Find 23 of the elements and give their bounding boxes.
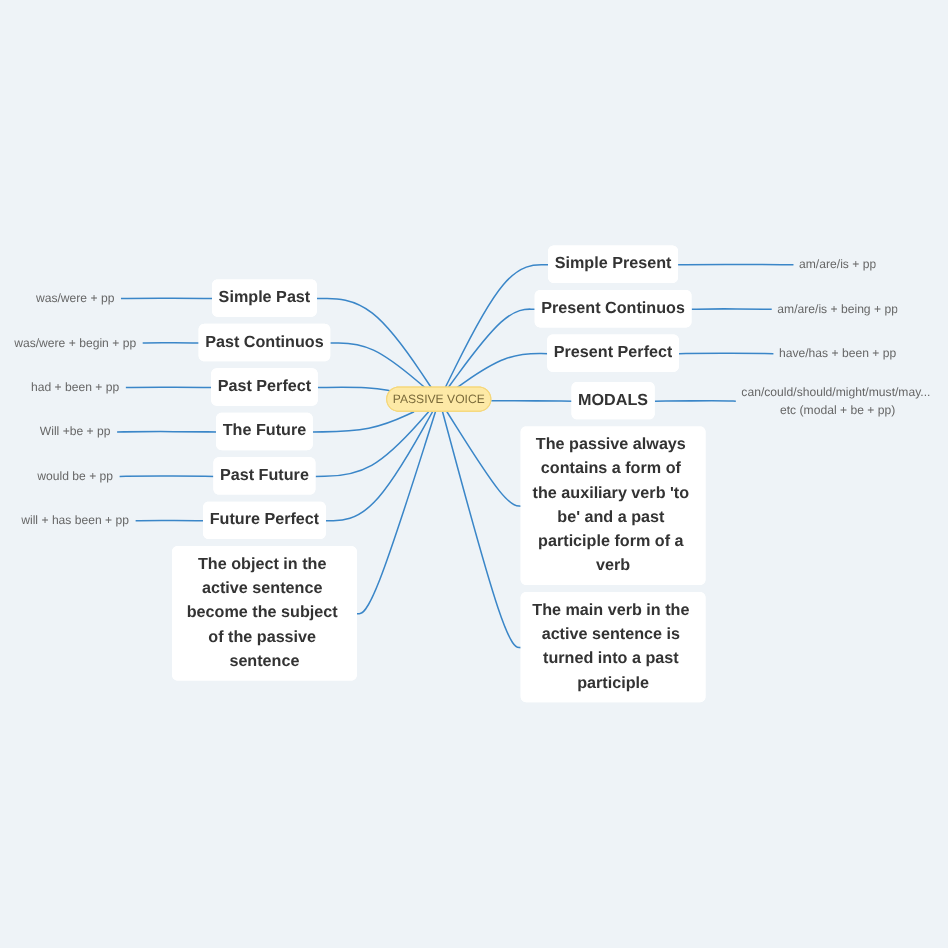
connector: [325, 411, 434, 522]
connector: [441, 411, 523, 649]
connector: [456, 352, 549, 389]
connector: [141, 342, 201, 344]
connector: [120, 297, 214, 300]
connector: [678, 352, 775, 355]
connector: [446, 411, 523, 508]
connector: [118, 475, 216, 478]
connector: [444, 264, 550, 389]
connector: [356, 411, 437, 615]
connector: [116, 431, 218, 433]
connector: [677, 263, 795, 266]
connector: [134, 519, 205, 522]
connector: [329, 342, 426, 389]
connector: [314, 411, 430, 478]
connector: [653, 400, 737, 403]
connector: [125, 386, 213, 389]
connector: [316, 386, 392, 392]
connector: [316, 297, 432, 389]
connector: [447, 308, 537, 389]
connector: [690, 308, 773, 311]
connector: [312, 411, 415, 433]
connector: [490, 400, 574, 403]
